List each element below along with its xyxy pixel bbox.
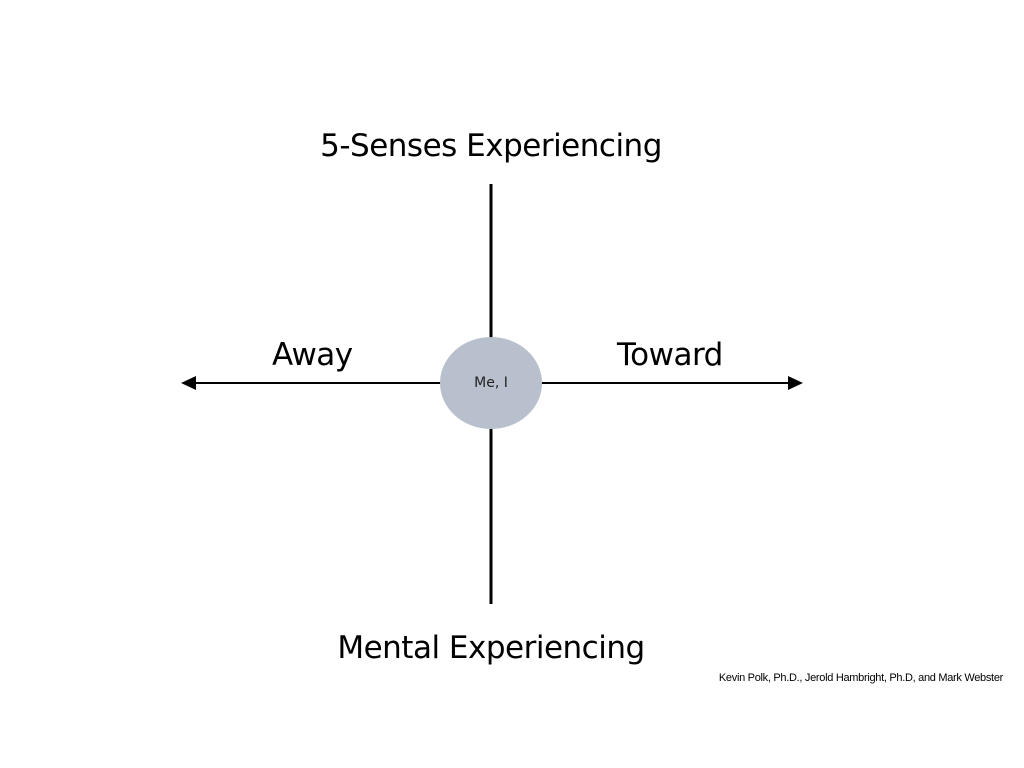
- top-axis-label: 5-Senses Experiencing: [320, 128, 662, 164]
- right-arrowhead-icon: [788, 376, 803, 390]
- right-axis-label: Toward: [617, 337, 723, 373]
- center-node-label: Me, I: [474, 375, 508, 391]
- center-node: [440, 337, 542, 429]
- bottom-axis-label: Mental Experiencing: [337, 630, 645, 666]
- left-arrowhead-icon: [181, 376, 196, 390]
- left-axis-label: Away: [272, 337, 353, 373]
- author-credit: Kevin Polk, Ph.D., Jerold Hambright, Ph.…: [718, 672, 1003, 684]
